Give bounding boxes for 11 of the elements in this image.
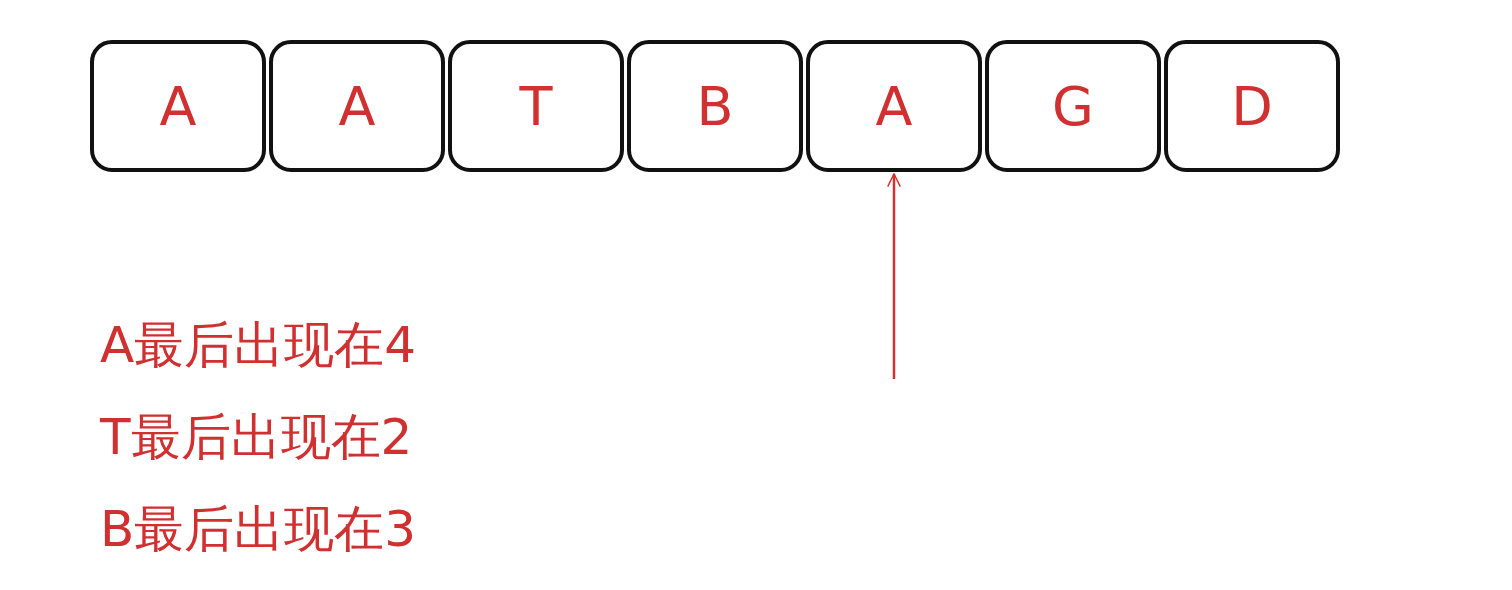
note-text: T最后出现在2 xyxy=(100,410,413,465)
array-cell: B xyxy=(627,40,803,172)
arrow xyxy=(887,173,901,379)
array-cell: D xyxy=(1164,40,1340,172)
array-cell: A xyxy=(90,40,266,172)
note-text: A最后出现在4 xyxy=(100,318,416,373)
array-cell: T xyxy=(448,40,624,172)
array-cell: A xyxy=(269,40,445,172)
note-text: B最后出现在3 xyxy=(100,502,417,557)
array-cell: A xyxy=(806,40,982,172)
array-cell: G xyxy=(985,40,1161,172)
